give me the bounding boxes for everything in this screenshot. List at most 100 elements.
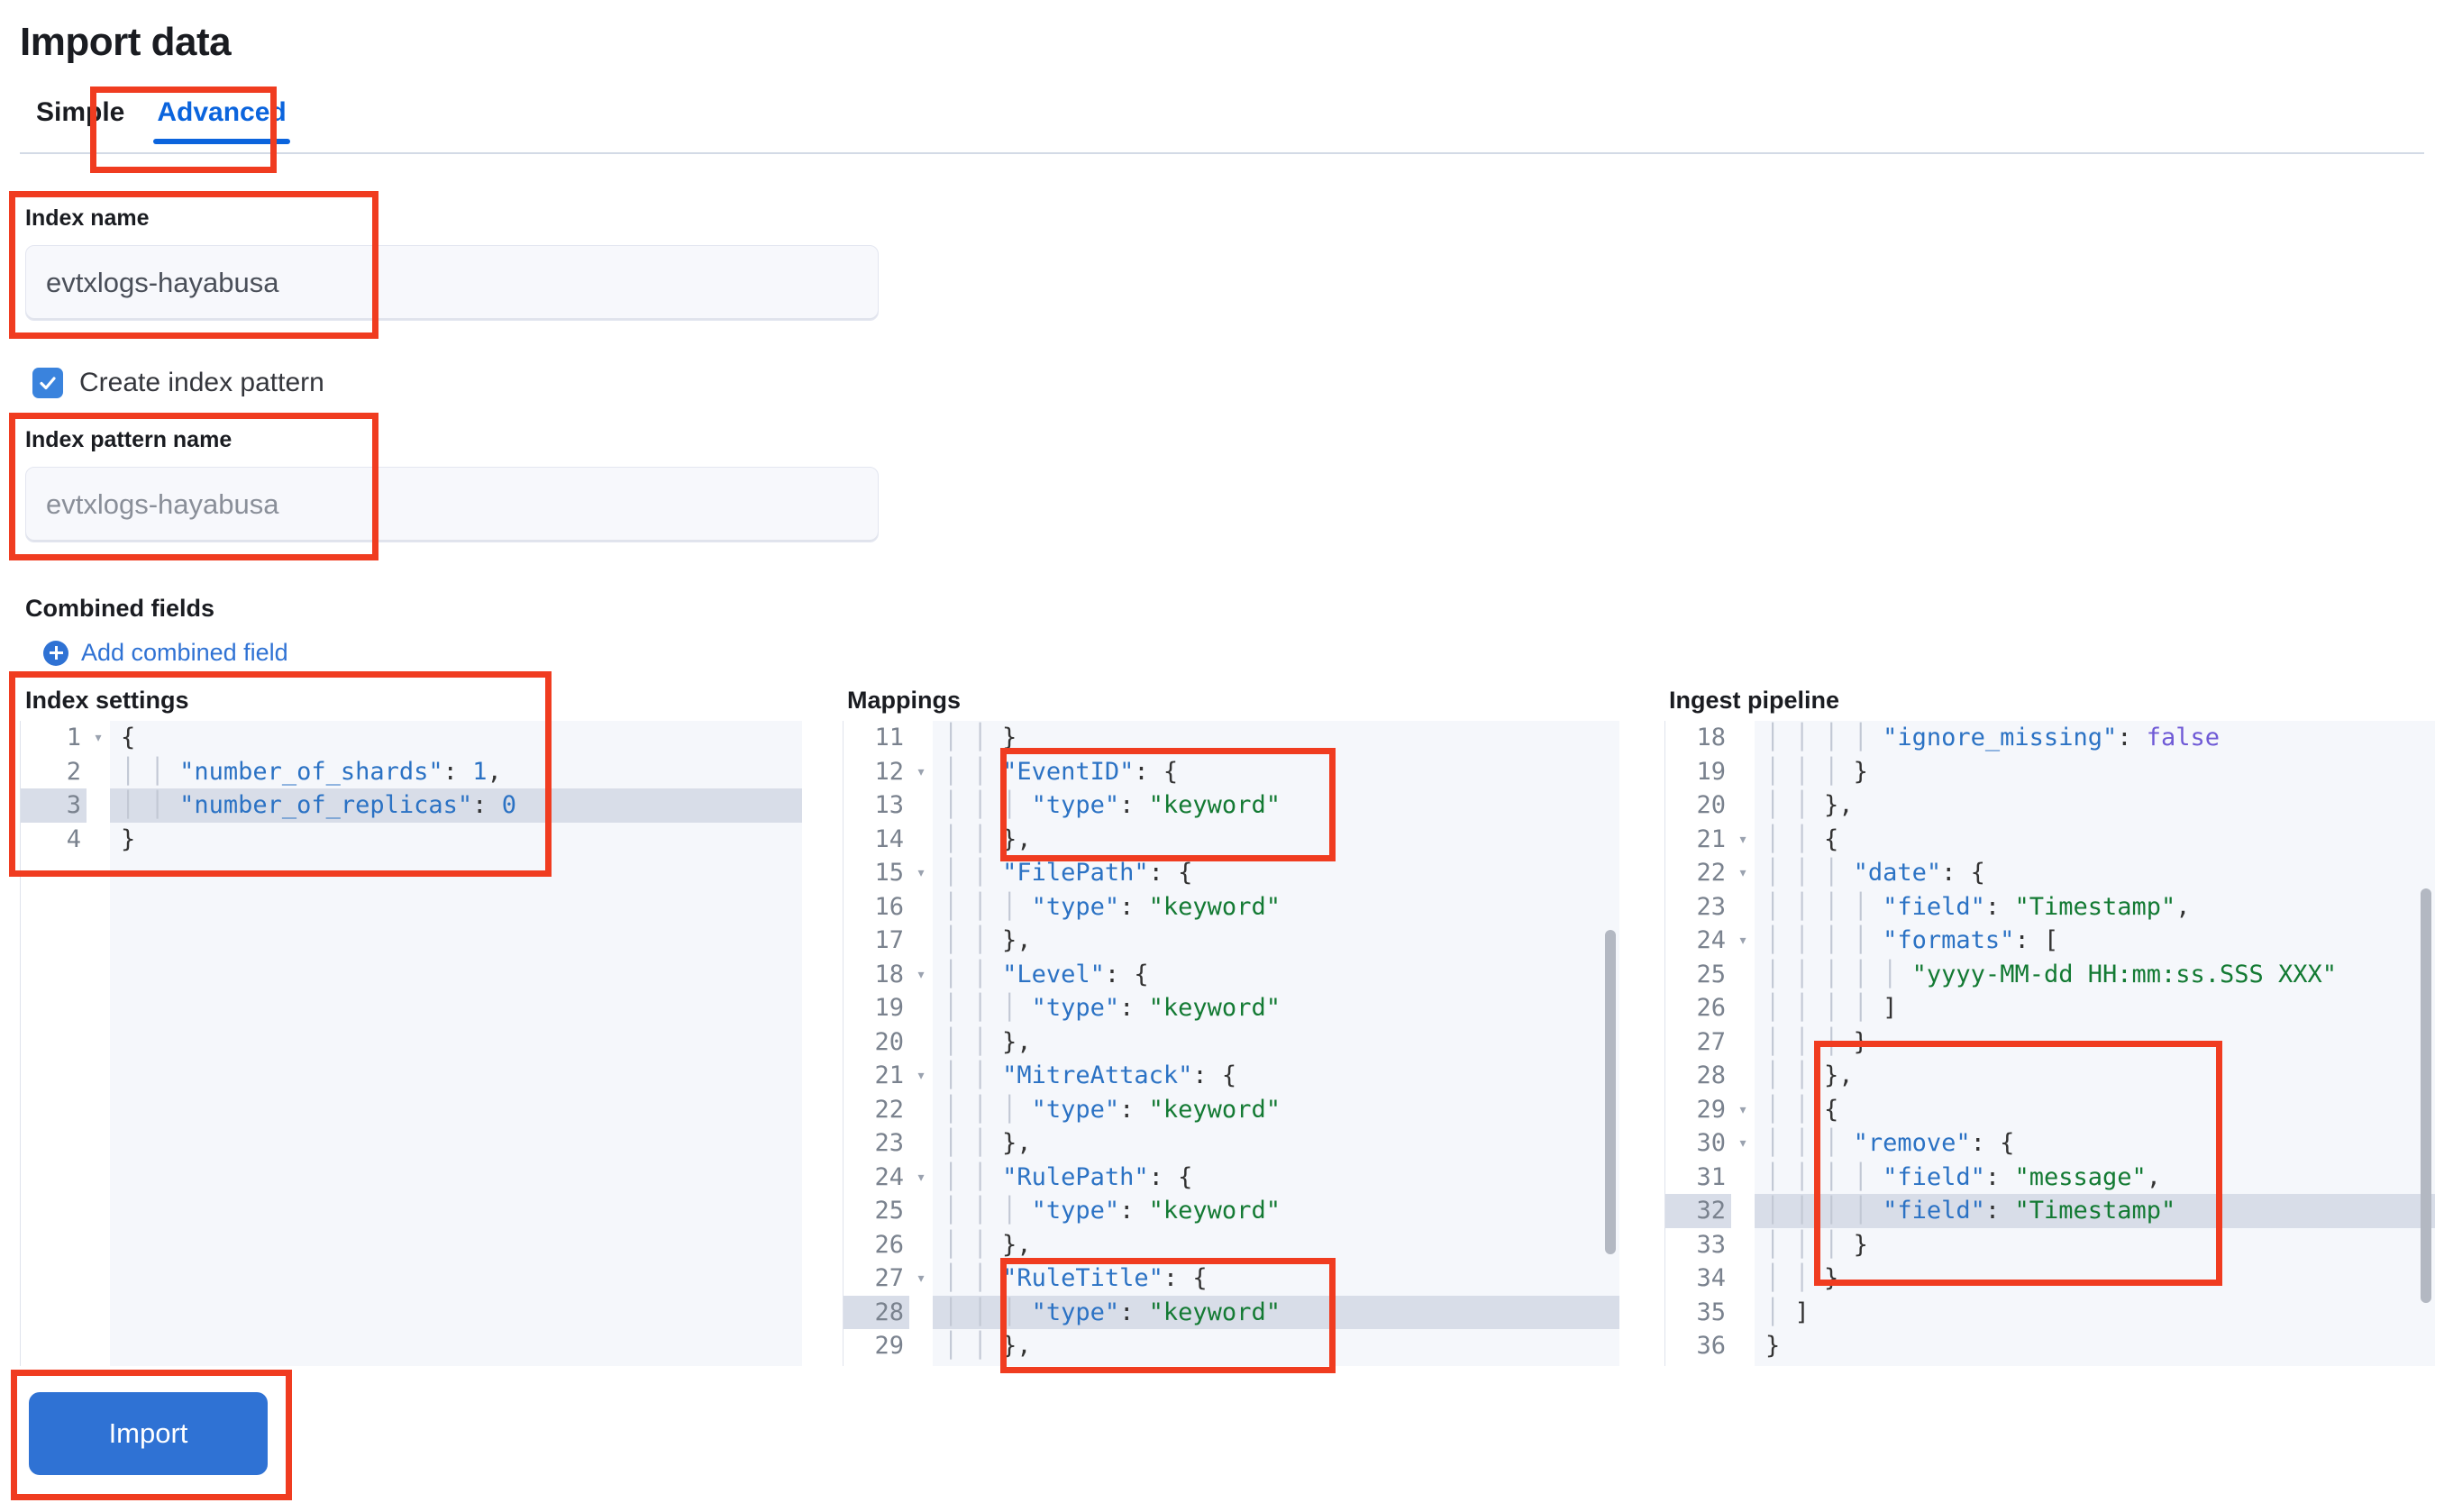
line-number: 26: [1664, 991, 1731, 1025]
fold-toggle-icon[interactable]: [909, 1092, 933, 1126]
code-text: │ │ }: [933, 721, 1619, 755]
code-line: 13│ │ │ "type": "keyword": [843, 788, 1619, 823]
fold-toggle-icon[interactable]: [909, 991, 933, 1025]
code-line: 4}: [20, 822, 802, 856]
fold-toggle-icon[interactable]: [1731, 754, 1755, 788]
line-number: 29: [1664, 1092, 1731, 1126]
code-text: │ │ │ "type": "keyword": [933, 889, 1619, 924]
line-number: 27: [1664, 1025, 1731, 1059]
fold-toggle-icon[interactable]: [909, 1227, 933, 1262]
fold-toggle-icon[interactable]: [87, 822, 110, 856]
fold-toggle-icon[interactable]: [1731, 1025, 1755, 1059]
fold-toggle-icon[interactable]: [1731, 721, 1755, 755]
code-text: │ │ │ }: [1755, 1227, 2435, 1262]
fold-toggle-icon[interactable]: ▾: [1731, 1126, 1755, 1161]
fold-toggle-icon[interactable]: [1731, 1194, 1755, 1228]
editor-empty-area[interactable]: [1664, 1362, 2435, 1366]
fold-toggle-icon[interactable]: [909, 788, 933, 823]
code-line: 33│ │ │ }: [1664, 1227, 2435, 1262]
editor-empty-area[interactable]: [20, 856, 802, 1366]
code-text: │ │ },: [1755, 1059, 2435, 1093]
code-text: │ │ │ │ ]: [1755, 991, 2435, 1025]
line-number: 23: [843, 1126, 909, 1161]
code-text: │ │ │ │ "ignore_missing": false: [1755, 721, 2435, 755]
fold-toggle-icon[interactable]: [1731, 1295, 1755, 1329]
editor-empty-area[interactable]: [843, 1362, 1619, 1366]
import-button[interactable]: Import: [29, 1392, 268, 1475]
mappings-scrollbar[interactable]: [1605, 930, 1616, 1254]
fold-toggle-icon[interactable]: [1731, 991, 1755, 1025]
fold-toggle-icon[interactable]: [909, 822, 933, 856]
mappings-editor[interactable]: 11│ │ }12▾│ │ "EventID": {13│ │ │ "type"…: [843, 721, 1619, 1366]
line-number: 25: [843, 1194, 909, 1228]
line-number: 31: [1664, 1160, 1731, 1194]
ingest-pipeline-scrollbar[interactable]: [2421, 888, 2431, 1303]
code-text: }: [1755, 1329, 2435, 1363]
code-line: 28│ │ │ "type": "keyword": [843, 1295, 1619, 1329]
tab-advanced[interactable]: Advanced: [141, 97, 302, 144]
fold-toggle-icon[interactable]: [1731, 1059, 1755, 1093]
fold-toggle-icon[interactable]: [1731, 957, 1755, 991]
index-settings-code[interactable]: 1▾{2│ │ "number_of_shards": 1,3│ │ "numb…: [20, 721, 802, 1366]
fold-toggle-icon[interactable]: [909, 1126, 933, 1161]
fold-toggle-icon[interactable]: [909, 1025, 933, 1059]
line-number: 20: [843, 1025, 909, 1059]
index-name-input[interactable]: evtxlogs-hayabusa: [25, 245, 879, 321]
tab-divider: [20, 152, 2424, 154]
fold-toggle-icon[interactable]: [87, 754, 110, 788]
tab-simple[interactable]: Simple: [20, 97, 141, 144]
fold-toggle-icon[interactable]: ▾: [1731, 822, 1755, 856]
code-text: │ │ },: [933, 822, 1619, 856]
code-line: 1▾{: [20, 721, 802, 755]
fold-toggle-icon[interactable]: ▾: [909, 1160, 933, 1194]
fold-toggle-icon[interactable]: [909, 1194, 933, 1228]
fold-toggle-icon[interactable]: [909, 1329, 933, 1363]
code-text: │ │ │ "remove": {: [1755, 1126, 2435, 1161]
line-number: 32: [1664, 1194, 1731, 1228]
fold-toggle-icon[interactable]: [1731, 1262, 1755, 1296]
fold-toggle-icon[interactable]: ▾: [1731, 856, 1755, 890]
fold-toggle-icon[interactable]: [909, 1295, 933, 1329]
fold-toggle-icon[interactable]: [1731, 788, 1755, 823]
fold-toggle-icon[interactable]: [909, 721, 933, 755]
line-number: 26: [843, 1227, 909, 1262]
create-index-pattern-row[interactable]: Create index pattern: [32, 368, 324, 398]
index-settings-title: Index settings: [25, 687, 189, 714]
fold-toggle-icon[interactable]: ▾: [909, 1059, 933, 1093]
code-text: │ │ {: [1755, 1092, 2435, 1126]
fold-toggle-icon[interactable]: ▾: [909, 1262, 933, 1296]
line-number: 18: [843, 957, 909, 991]
code-text: │ │ },: [1755, 788, 2435, 823]
line-number: 11: [843, 721, 909, 755]
fold-toggle-icon[interactable]: ▾: [87, 721, 110, 755]
add-combined-field-button[interactable]: Add combined field: [43, 639, 288, 667]
index-settings-editor[interactable]: 1▾{2│ │ "number_of_shards": 1,3│ │ "numb…: [20, 721, 802, 1366]
line-number: 36: [1664, 1329, 1731, 1363]
line-number: 27: [843, 1262, 909, 1296]
fold-toggle-icon[interactable]: [1731, 1227, 1755, 1262]
line-number: 12: [843, 754, 909, 788]
add-combined-field-label: Add combined field: [81, 639, 288, 666]
fold-toggle-icon[interactable]: [1731, 1329, 1755, 1363]
create-index-pattern-checkbox[interactable]: [32, 368, 63, 398]
code-line: 29▾│ │ {: [1664, 1092, 2435, 1126]
fold-toggle-icon[interactable]: ▾: [909, 856, 933, 890]
fold-toggle-icon[interactable]: ▾: [909, 957, 933, 991]
code-line: 36}: [1664, 1329, 2435, 1363]
code-line: 23│ │ },: [843, 1126, 1619, 1161]
line-number: 29: [843, 1329, 909, 1363]
mappings-code[interactable]: 11│ │ }12▾│ │ "EventID": {13│ │ │ "type"…: [843, 721, 1619, 1366]
fold-toggle-icon[interactable]: ▾: [1731, 1092, 1755, 1126]
fold-toggle-icon[interactable]: ▾: [909, 754, 933, 788]
fold-toggle-icon[interactable]: ▾: [1731, 924, 1755, 958]
fold-toggle-icon[interactable]: [87, 788, 110, 823]
fold-toggle-icon[interactable]: [1731, 889, 1755, 924]
fold-toggle-icon[interactable]: [909, 889, 933, 924]
line-number: 28: [843, 1295, 909, 1329]
fold-toggle-icon[interactable]: [909, 924, 933, 958]
fold-toggle-icon[interactable]: [1731, 1160, 1755, 1194]
plus-icon: [43, 640, 68, 666]
index-pattern-name-input[interactable]: evtxlogs-hayabusa: [25, 467, 879, 542]
